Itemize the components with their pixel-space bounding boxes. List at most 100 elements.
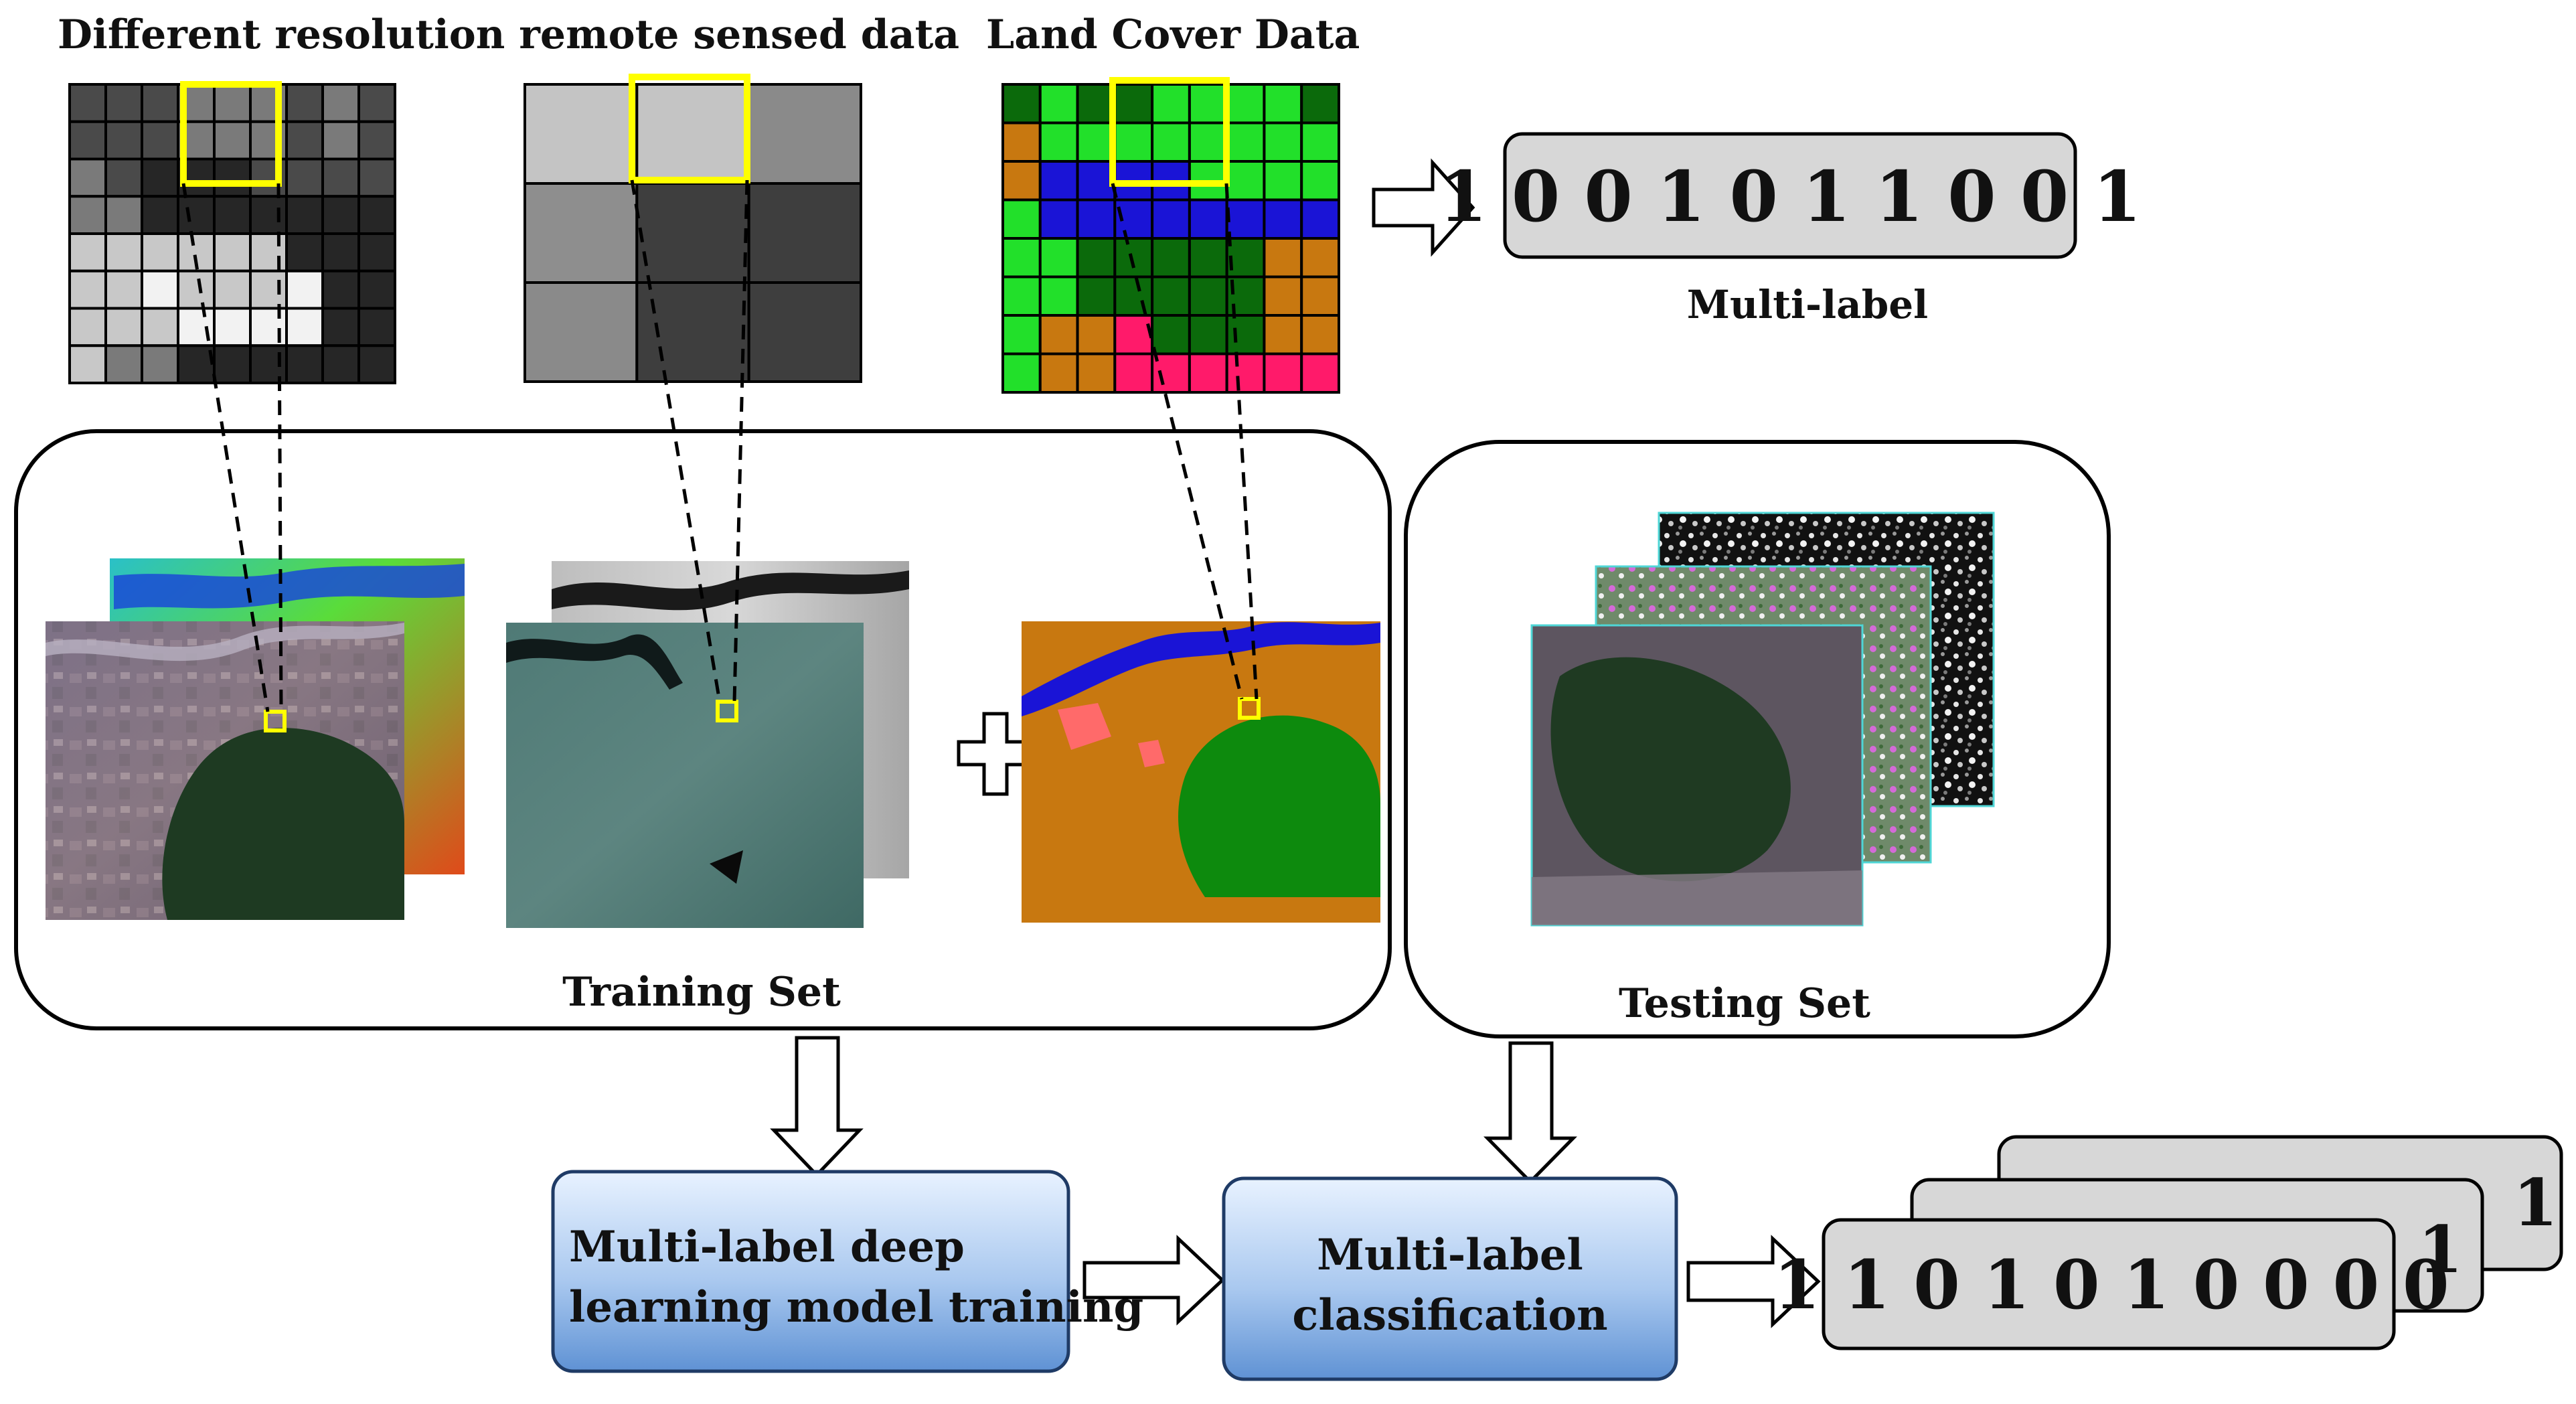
fine-grid-cell: [357, 157, 396, 198]
land-cover-grid-cell: [1113, 314, 1154, 356]
fine-grid-cell: [285, 307, 324, 347]
land-cover-grid-cell: [1076, 83, 1117, 125]
fine-grid-cell: [321, 232, 360, 272]
land-cover-grid-cell: [1076, 314, 1117, 356]
land-cover-grid-cell: [1225, 314, 1266, 356]
land-cover-grid-cell: [1225, 198, 1266, 240]
land-cover-grid-cell: [1038, 160, 1079, 202]
land-cover-grid-cell: [1263, 160, 1303, 202]
dash-line-fine-left: [181, 183, 270, 712]
land-cover-grid-cell: [1038, 352, 1079, 394]
land-cover-grid-cell: [1113, 275, 1154, 317]
classification-to-output-arrow: [1686, 1235, 1821, 1328]
multi-label-code-box: [1503, 132, 2077, 259]
land-cover-grid-cell: [1300, 352, 1340, 394]
resolution-image-stack: [506, 561, 909, 928]
fine-grid-cell: [104, 344, 143, 384]
land-cover-grid-cell: [1001, 121, 1042, 163]
land-cover-header: Land Cover Data: [986, 11, 1360, 58]
land-cover-grid-cell: [1188, 83, 1228, 125]
coarse-grid-cell: [524, 83, 639, 185]
land-cover-grid-cell: [1151, 121, 1191, 163]
land-cover-grid-cell: [1300, 160, 1340, 202]
land-cover-grid-cell: [1188, 237, 1228, 279]
land-cover-grid-cell: [1225, 83, 1266, 125]
fine-grid-cell: [177, 195, 216, 235]
land-cover-grid-cell: [1263, 83, 1303, 125]
fine-grid-cell: [321, 120, 360, 161]
land-cover-grid-cell: [1076, 121, 1117, 163]
coarse-grid-cell: [635, 83, 750, 185]
land-cover-map: [1022, 621, 1380, 923]
training-down-arrow: [770, 1036, 864, 1178]
dash-line-landcover-right: [1224, 183, 1259, 700]
testing-set-label: Testing Set: [1619, 980, 1870, 1027]
land-cover-grid-cell: [1038, 275, 1079, 317]
fine-grid-cell: [357, 195, 396, 235]
land-cover-grid-cell: [1151, 275, 1191, 317]
fine-grid-cell: [213, 307, 252, 347]
land-cover-grid-cell: [1188, 121, 1228, 163]
image1-pixel-marker: [264, 710, 287, 732]
fine-grid-cell: [104, 232, 143, 272]
forest-area: [1178, 715, 1380, 897]
land-cover-grid-cell: [1038, 83, 1079, 125]
fine-grid-cell: [177, 344, 216, 384]
fine-grid-cell: [357, 344, 396, 384]
fine-grid-cell: [249, 307, 288, 347]
land-cover-grid-cell: [1113, 237, 1154, 279]
land-cover-grid-cell: [1188, 275, 1228, 317]
fine-grid-cell: [68, 195, 107, 235]
output-code-box-front: [1822, 1218, 2396, 1350]
coarse-grid-cell: [747, 281, 862, 383]
land-cover-pixel-marker: [1238, 697, 1261, 720]
land-cover-grid-cell: [1300, 314, 1340, 356]
fine-grid-cell: [321, 195, 360, 235]
fine-grid-cell: [213, 344, 252, 384]
classification-line1: Multi-label: [1317, 1230, 1583, 1280]
fine-grid-highlight: [180, 81, 282, 187]
fine-grid-cell: [213, 157, 252, 198]
fine-grid-cell: [213, 120, 252, 161]
land-cover-grid-cell: [1076, 352, 1117, 394]
fine-grid-cell: [68, 157, 107, 198]
land-cover-grid-cell: [1300, 198, 1340, 240]
model-training-line2: learning model training: [569, 1282, 1143, 1332]
land-cover-grid-cell: [1225, 121, 1266, 163]
land-cover-grid-cell: [1113, 83, 1154, 125]
fine-grid-cell: [68, 120, 107, 161]
fine-grid-cell: [213, 232, 252, 272]
fine-grid-cell: [141, 120, 179, 161]
coarse-resolution-grid: [524, 83, 862, 383]
land-cover-grid-cell: [1001, 83, 1042, 125]
fine-grid-cell: [249, 195, 288, 235]
multi-label-caption: Multi-label: [1687, 282, 1928, 327]
land-cover-grid-cell: [1188, 314, 1228, 356]
land-cover-grid-cell: [1300, 121, 1340, 163]
land-cover-grid-cell: [1001, 275, 1042, 317]
fine-grid-cell: [357, 232, 396, 272]
land-cover-grid-cell: [1001, 352, 1042, 394]
land-cover-grid-cell: [1263, 314, 1303, 356]
fine-grid-cell: [213, 269, 252, 310]
coarse-grid-cell: [747, 182, 862, 284]
land-cover-grid-cell: [1151, 198, 1191, 240]
image2-pixel-marker: [716, 700, 738, 722]
test-forest-area: [1550, 657, 1791, 882]
land-cover-grid-cell: [1151, 314, 1191, 356]
land-cover-grid-cell: [1001, 314, 1042, 356]
fine-grid-cell: [321, 269, 360, 310]
fine-grid-cell: [104, 83, 143, 123]
fine-grid-cell: [141, 157, 179, 198]
fine-grid-cell: [141, 83, 179, 123]
land-cover-grid-cell: [1188, 198, 1228, 240]
land-cover-grid-cell: [1225, 160, 1266, 202]
fine-grid-cell: [104, 120, 143, 161]
land-cover-grid-cell: [1263, 121, 1303, 163]
fine-grid-cell: [285, 232, 324, 272]
dash-line-fine-right: [276, 183, 283, 712]
fine-grid-cell: [321, 157, 360, 198]
to-multilabel-arrow: [1372, 158, 1475, 257]
fine-grid-cell: [104, 269, 143, 310]
